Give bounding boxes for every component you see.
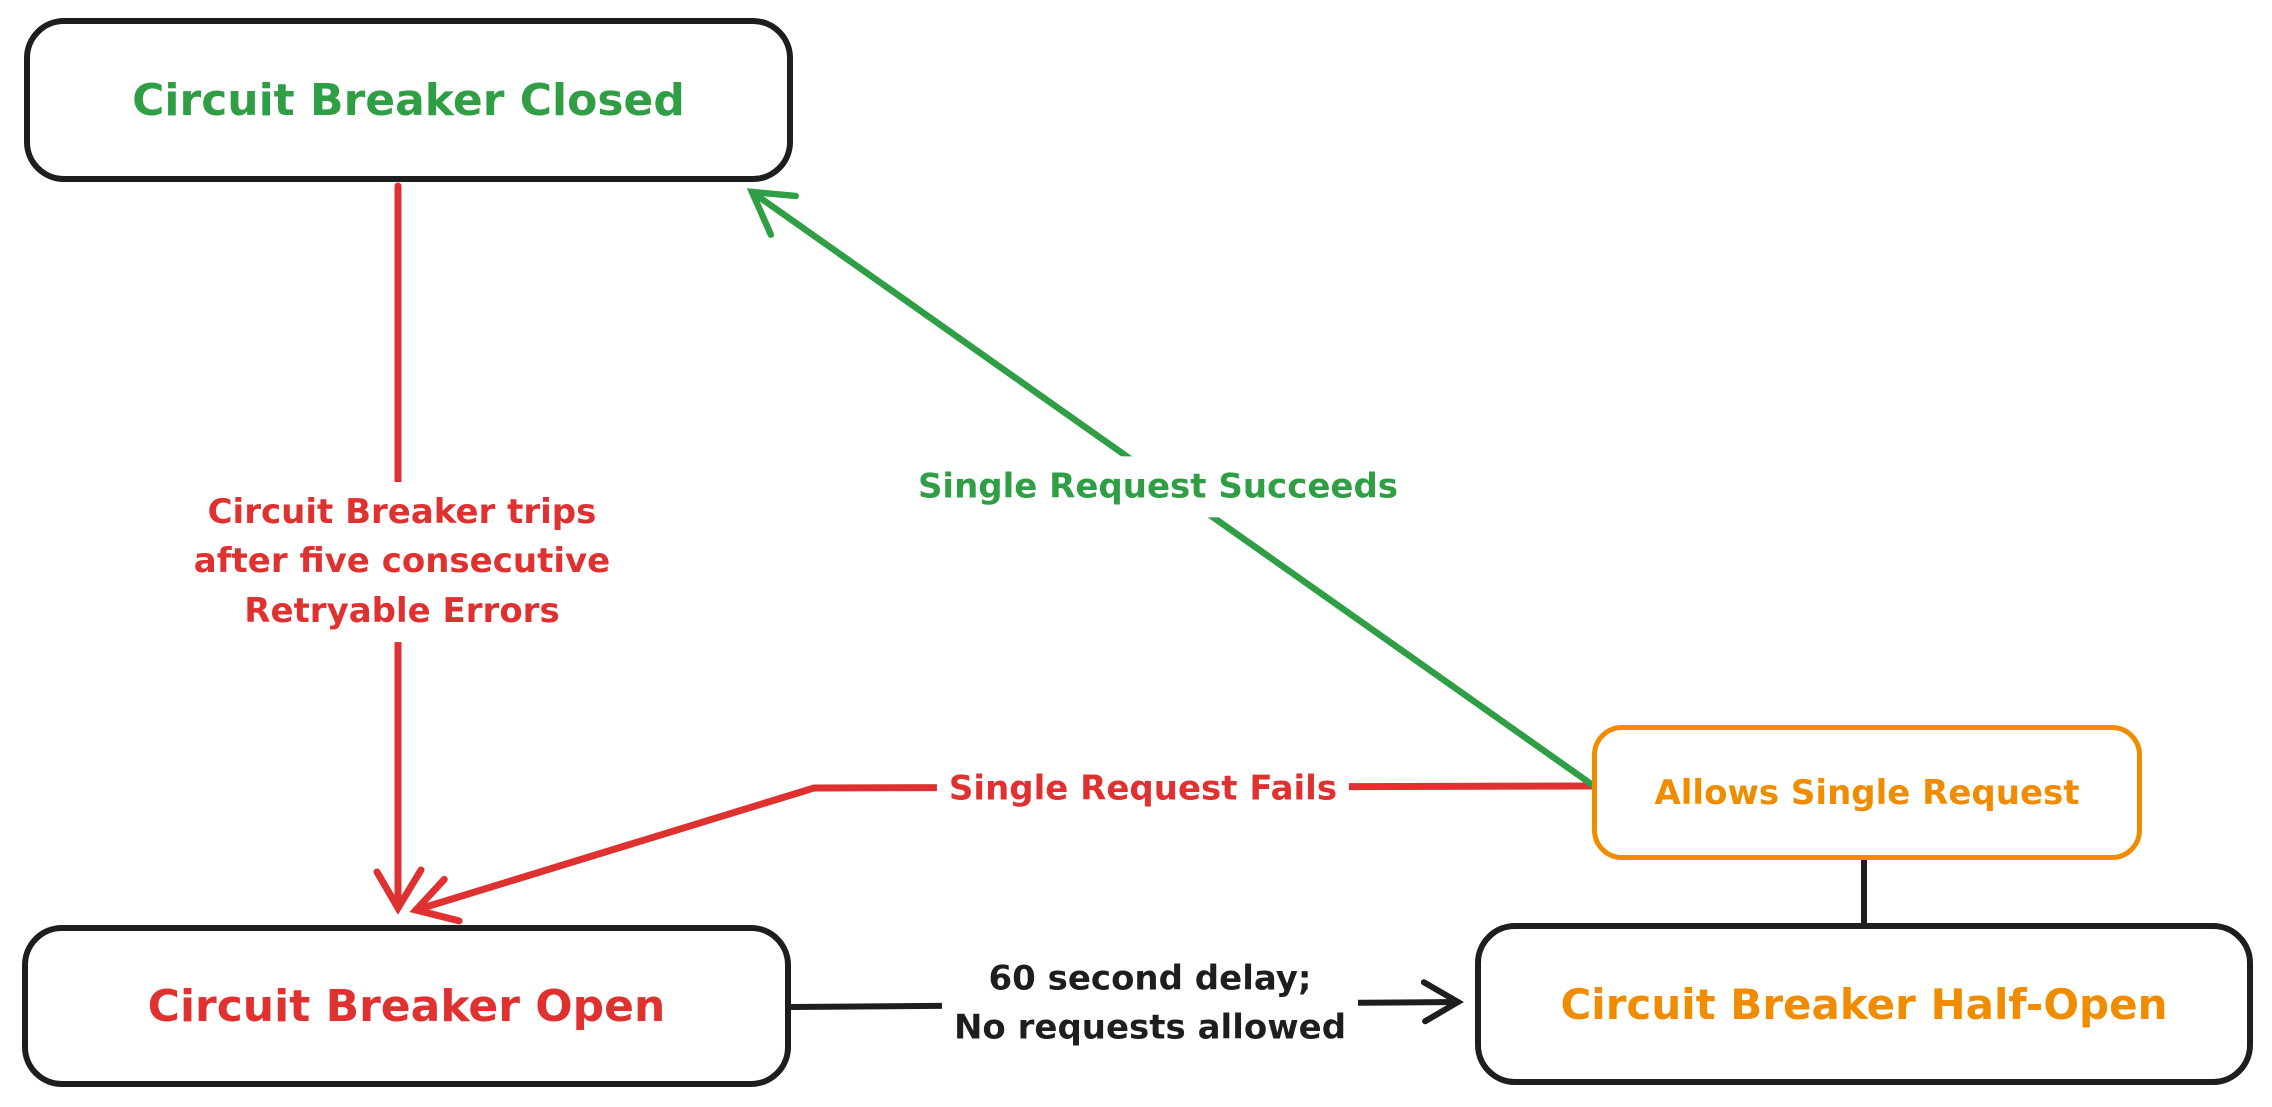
node-allows-single-request-label: Allows Single Request [1654,772,2080,813]
node-circuit-breaker-open-label: Circuit Breaker Open [147,980,666,1032]
edge-label-trips-line2: after five consecutive [193,541,611,582]
edge-label-trips-line3: Retryable Errors [244,590,560,631]
edge-label-trips-line1: Circuit Breaker trips [207,492,597,533]
edge-label-trips: Circuit Breaker trips after five consecu… [181,482,623,642]
node-circuit-breaker-open: Circuit Breaker Open [22,925,791,1087]
node-circuit-breaker-closed-label: Circuit Breaker Closed [132,74,685,126]
edge-label-delay-line1: 60 second delay; [988,958,1312,999]
edge-label-delay: 60 second delay; No requests allowed [941,948,1359,1060]
edge-label-succeeds: Single Request Succeeds [905,456,1411,518]
node-allows-single-request: Allows Single Request [1592,725,2142,860]
edge-label-succeeds-text: Single Request Succeeds [917,466,1399,507]
node-circuit-breaker-half-open-label: Circuit Breaker Half-Open [1560,979,2168,1029]
node-circuit-breaker-half-open: Circuit Breaker Half-Open [1475,923,2253,1085]
edge-label-fails: Single Request Fails [936,758,1350,820]
edge-label-fails-text: Single Request Fails [948,768,1338,809]
node-circuit-breaker-closed: Circuit Breaker Closed [24,18,793,182]
edge-label-delay-line2: No requests allowed [953,1008,1347,1048]
